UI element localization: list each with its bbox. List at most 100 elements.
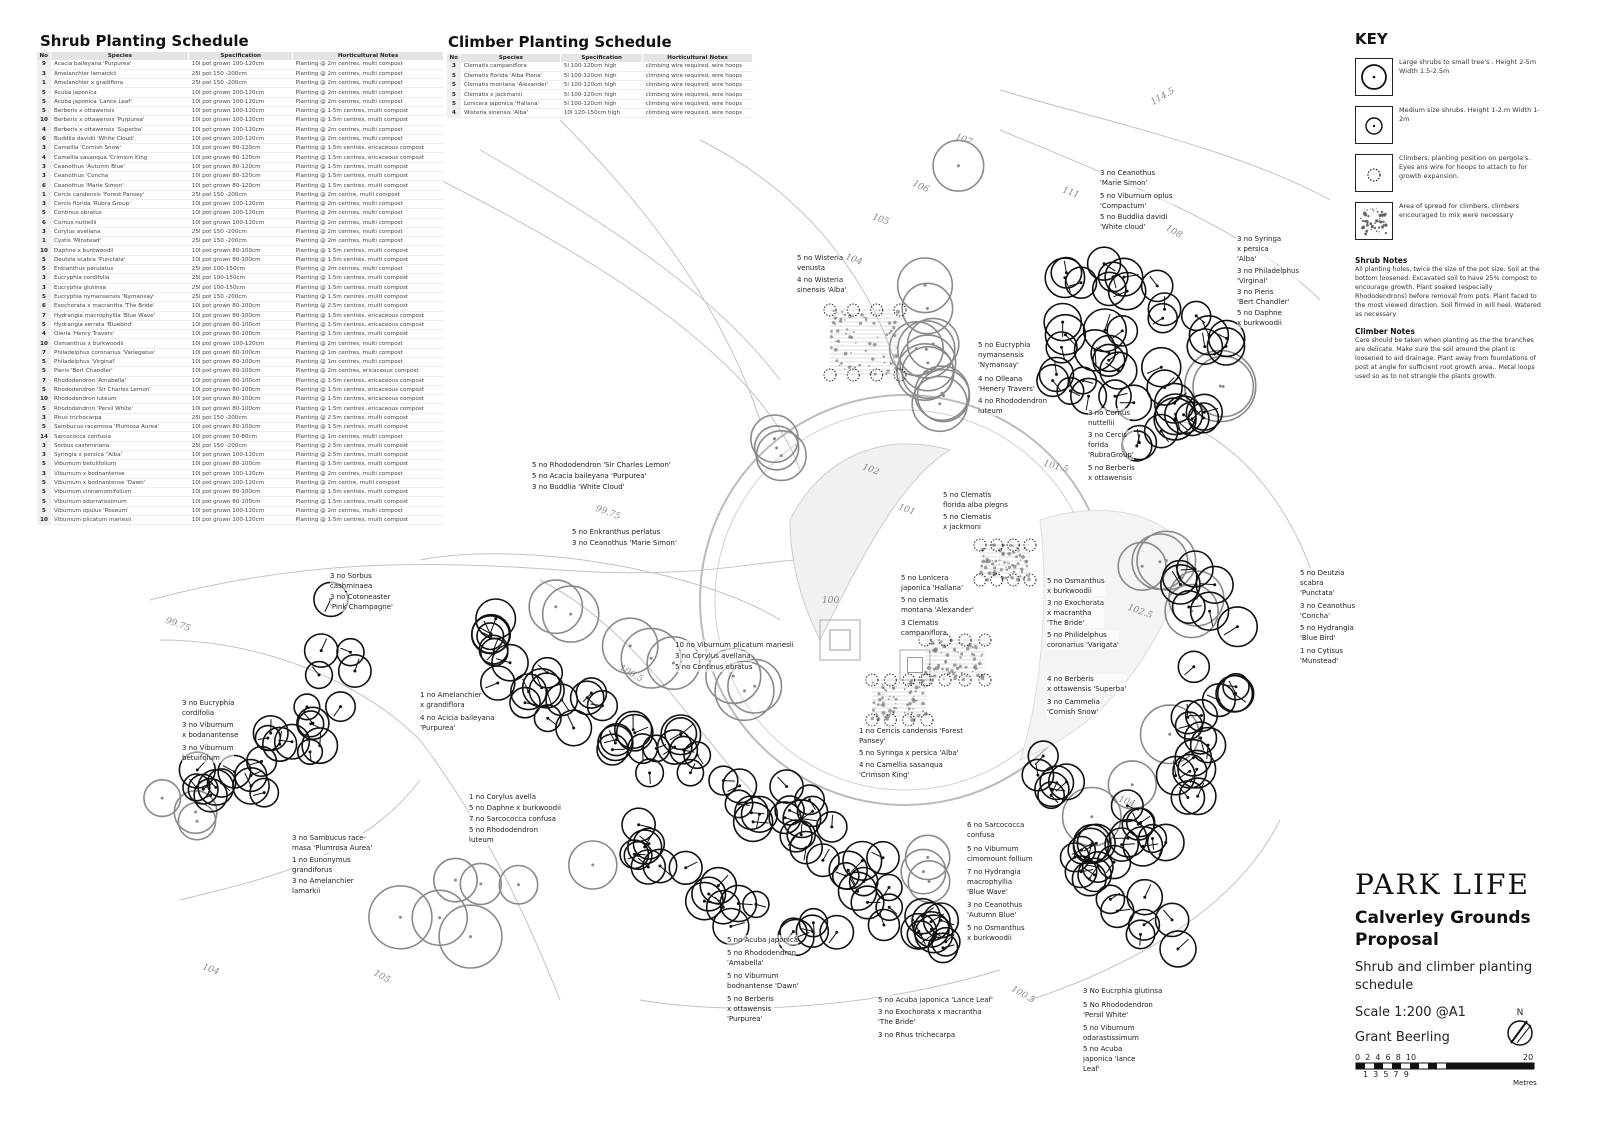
shrub-planting-circle	[1047, 763, 1086, 801]
climber-planting-position	[918, 673, 932, 687]
table-cell: Planting @ 2m centres, multi compost	[292, 469, 444, 479]
planting-link	[309, 751, 312, 762]
planting-point	[438, 916, 442, 920]
table-cell: Planting @ 2m centres, multi compost	[292, 125, 444, 135]
table-cell: 5	[37, 320, 51, 331]
planting-link	[730, 922, 745, 927]
existing-tree-circle	[143, 778, 182, 818]
table-cell: 5	[37, 487, 51, 498]
planting-link	[1191, 409, 1203, 420]
existing-tree-circle	[904, 834, 951, 881]
table-cell: Acuba japonica	[50, 87, 189, 98]
table-cell: Sorbus cashmiriana	[50, 441, 189, 451]
planting-link	[1104, 313, 1111, 331]
planting-link	[320, 638, 328, 651]
plant-label: 4 no Olleana 'Henery Travers'	[978, 374, 1035, 394]
table-cell: Planting @ 2.5m centres, multi compost	[292, 301, 444, 312]
planting-link	[1055, 781, 1067, 792]
shrub-planting-circle	[1071, 861, 1107, 897]
plant-label: 4 no Camellia sasanqua 'Crimson King'	[859, 760, 943, 780]
plant-label: 5 no Berberis x ottawensis 'Purpurea'	[727, 994, 774, 1024]
table-cell: Planting @ 2m centres, multi compost	[292, 134, 444, 145]
table-cell: Planting @ 1.5m centres, ericaceous comp…	[292, 311, 444, 321]
table-cell: 3	[37, 171, 51, 182]
planting-point	[454, 878, 457, 882]
table-cell: 6	[37, 180, 51, 191]
key-item-climber-spread: Area of spread for climbers, climbers en…	[1355, 202, 1545, 250]
existing-tree-circle	[438, 904, 503, 969]
table-cell: Planting @ 1.5m centres, ericaceous comp…	[292, 376, 444, 386]
planting-point	[924, 347, 928, 351]
shrub-planting-circle	[1091, 271, 1127, 307]
table-cell: Planting @ 1.5m centres, ericaceous comp…	[292, 394, 444, 405]
table-cell: 5	[37, 97, 51, 108]
table-cell: 3	[37, 69, 51, 80]
planting-link	[1186, 703, 1189, 718]
table-cell: climbing wire required, wire hoops	[642, 89, 753, 100]
table-cell: Cercis candensis 'Forest Pansey'	[50, 190, 189, 200]
plant-label: 3 no Ceanothus 'Marie Simon'	[572, 538, 677, 548]
table-cell: Planting @ 1.5m centres, ericaceous comp…	[292, 385, 444, 396]
planting-link	[656, 744, 667, 749]
table-cell: Planting @ 1.5m centres, multi compost	[292, 283, 444, 293]
planting-point	[554, 605, 558, 609]
table-cell: 10	[37, 115, 51, 126]
table-cell: 25l pot 150 -200cm	[188, 413, 293, 424]
table-cell: 10l pot grown 80-100cm	[188, 487, 293, 498]
table-cell: Rhododendron 'Persil White'	[50, 403, 189, 414]
table-cell: Planting @ 1.5m centres, multi compost	[292, 329, 444, 340]
table-cell: 10	[37, 245, 51, 256]
planting-point	[753, 684, 757, 688]
table-cell: 25l pot 100-150cm	[188, 264, 293, 275]
north-arrow: N	[1505, 1008, 1535, 1052]
shrub-planting-circle	[1159, 930, 1197, 968]
table-cell: Pieris 'Bert Chandler'	[50, 366, 189, 377]
shrub-planting-circle	[1160, 564, 1201, 605]
planting-link	[1136, 434, 1141, 447]
planting-link	[1174, 418, 1188, 431]
shrub-planting-circle	[1096, 844, 1132, 880]
planting-link	[784, 817, 798, 822]
shrub-planting-circle	[531, 656, 564, 689]
climber-spread-texture-icon	[1355, 202, 1393, 240]
shrub-planting-circle	[1127, 908, 1161, 941]
table-cell: 10	[37, 515, 51, 526]
planting-point	[921, 870, 925, 874]
planting-link	[638, 824, 652, 829]
table-cell: 5	[37, 357, 51, 368]
planting-point	[569, 612, 573, 616]
shrub-planting-circle	[1126, 878, 1164, 916]
column-header: No	[447, 54, 462, 62]
table-cell: Amelanchier lamarckii	[50, 69, 189, 80]
table-cell: 5l 100-120cm high	[560, 80, 643, 91]
shrub-planting-circle	[1189, 591, 1230, 632]
table-cell: 25l pot 100-150cm	[188, 273, 293, 284]
shrub-planting-circle	[875, 893, 904, 922]
planting-link	[753, 821, 769, 824]
planting-link	[1103, 263, 1116, 272]
planting-point	[926, 371, 930, 375]
table-cell: 5	[37, 366, 51, 377]
table-cell: Planting @ 1.5m centres, ericaceous comp…	[292, 143, 444, 154]
plant-label: 5 no clematis montana 'Alexander'	[901, 595, 974, 615]
shrub-planting-circle	[1021, 758, 1055, 792]
planting-point	[628, 644, 632, 648]
table-cell: 7	[37, 376, 51, 386]
table-cell: 10l pot grown 80-120cm	[188, 180, 293, 191]
plant-label: 5 no Rhododendron luteum	[469, 825, 539, 845]
table-cell: 1	[37, 78, 51, 89]
shrub-planting-circle	[569, 680, 605, 716]
climber-planting-position	[1006, 538, 1020, 552]
table-cell: Viburnum plicatum mariesii	[50, 515, 189, 526]
planting-link	[522, 678, 530, 693]
plant-label: 3 no Cammelia 'Cornish Snow'	[1047, 697, 1100, 717]
